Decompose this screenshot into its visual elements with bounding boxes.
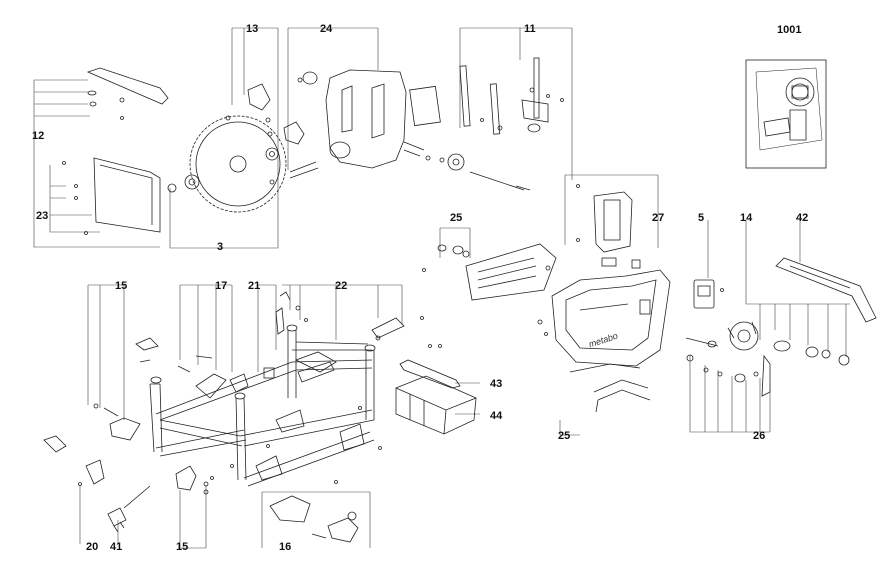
callout-42: 42 xyxy=(796,212,809,224)
brand-label: metabo xyxy=(587,331,619,350)
detail-inset xyxy=(745,59,827,169)
callout-22: 22 xyxy=(335,280,348,292)
callout-25-top: 25 xyxy=(450,212,463,224)
callout-26: 26 xyxy=(753,430,766,442)
callout-41: 41 xyxy=(110,541,123,553)
callout-leaders xyxy=(33,27,850,549)
callout-27: 27 xyxy=(652,212,665,224)
misc-screws xyxy=(210,316,442,484)
callout-20: 20 xyxy=(86,541,99,553)
callout-13: 13 xyxy=(246,23,259,35)
power-cord xyxy=(107,485,151,533)
blade-guard-top xyxy=(86,67,169,120)
stand-feet xyxy=(135,337,249,399)
callout-3: 3 xyxy=(217,241,224,253)
saw-blade xyxy=(167,115,287,213)
clamp-lever xyxy=(93,403,141,441)
callout-21: 21 xyxy=(248,280,261,292)
callout-25-bottom: 25 xyxy=(558,430,571,442)
blade-guard-cover xyxy=(62,157,161,235)
callout-5: 5 xyxy=(698,212,705,224)
handwheel-assembly xyxy=(685,321,850,397)
callout-24: 24 xyxy=(320,23,333,35)
brackets xyxy=(263,291,291,379)
guide-shafts xyxy=(459,57,564,135)
callout-15-top: 15 xyxy=(115,280,128,292)
callout-23: 23 xyxy=(36,210,49,222)
switch-housing xyxy=(576,184,641,269)
riving-knife-parts xyxy=(225,83,319,185)
stand-frame xyxy=(149,324,376,487)
storage-tray xyxy=(395,375,477,435)
small-hardware xyxy=(686,354,759,383)
saw-table xyxy=(537,269,671,413)
wrench xyxy=(399,359,461,389)
table-insert xyxy=(422,243,557,301)
callout-43: 43 xyxy=(490,378,503,390)
cable-clip xyxy=(43,435,105,486)
callout-14: 14 xyxy=(740,212,753,224)
cover-parts xyxy=(269,495,359,543)
callout-15-bottom: 15 xyxy=(176,541,189,553)
callout-11: 11 xyxy=(524,23,536,35)
callout-16: 16 xyxy=(279,541,292,553)
clamp-part-lower xyxy=(175,465,209,495)
handle-parts xyxy=(295,305,405,383)
callout-17: 17 xyxy=(215,280,228,292)
push-stick xyxy=(775,257,877,323)
callout-12: 12 xyxy=(32,130,45,142)
callout-44: 44 xyxy=(490,410,503,422)
page-code: 1001 xyxy=(777,24,802,36)
switch xyxy=(693,279,724,309)
motor-housing xyxy=(297,69,531,191)
